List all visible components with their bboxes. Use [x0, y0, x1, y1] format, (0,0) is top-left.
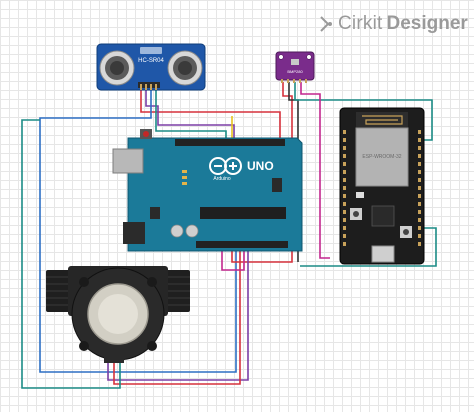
atmega-chip: [200, 207, 286, 219]
esp32-pins-left: [343, 130, 346, 246]
usb-port: [112, 148, 144, 174]
ultrasonic-label: HC-SR04: [138, 58, 164, 64]
wire-bmp-scl[interactable]: [294, 82, 433, 141]
cirkit-logo-icon: [320, 16, 332, 32]
brand-product: Designer: [386, 13, 468, 34]
brand-name: Cirkit: [338, 13, 383, 34]
cirkit-logo: Cirkit Designer: [318, 13, 468, 35]
water-flow-sensor[interactable]: [46, 266, 190, 363]
bmp280-label: BMP280: [287, 69, 303, 74]
digital-header: [175, 139, 285, 146]
wire-ultrasonic-vcc[interactable]: [140, 88, 281, 140]
wire-esp-right[interactable]: [300, 227, 437, 267]
transducer-left: [99, 50, 135, 86]
transducer-right: [167, 50, 203, 86]
esp32-pins-right: [418, 130, 421, 246]
ultrasonic-sensor[interactable]: HC-SR04: [96, 43, 206, 91]
wire-flow-vcc[interactable]: [113, 250, 241, 385]
bmp280-module[interactable]: BMP280: [275, 51, 315, 83]
esp32-label: ESP-WROOM-32: [362, 154, 401, 160]
arduino-model-label: UNO: [247, 159, 274, 173]
power-jack: [123, 222, 145, 244]
wire-flow-gnd[interactable]: [21, 119, 121, 389]
wire-ultrasonic-trig[interactable]: [145, 88, 235, 140]
arduino-logo-icon: [209, 157, 242, 175]
wire-magenta-2[interactable]: [221, 250, 245, 271]
esp32-shield: [355, 127, 409, 187]
wire-ultrasonic-gnd[interactable]: [155, 88, 227, 140]
arduino-brand-label: Arduino: [213, 176, 230, 182]
wire-bmp-sda[interactable]: [300, 82, 330, 259]
wire-ultrasonic-echo[interactable]: [39, 88, 237, 373]
analog-header: [196, 241, 288, 248]
arduino-uno[interactable]: UNO Arduino: [112, 129, 303, 252]
esp32-usb-port: [371, 245, 395, 263]
wire-flow-signal[interactable]: [107, 250, 249, 381]
esp32-devkit[interactable]: ESP-WROOM-32: [339, 107, 425, 265]
